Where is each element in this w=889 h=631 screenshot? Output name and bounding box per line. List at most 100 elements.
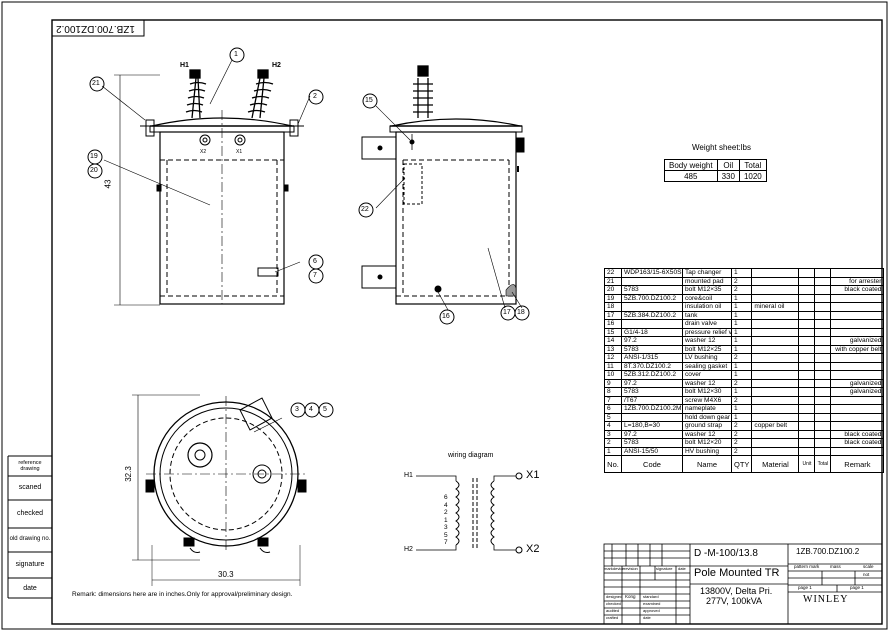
parts-cell [798,429,816,439]
parts-cell [751,429,800,439]
weight-value-body: 485 [664,170,718,182]
callout-19: 19 [90,153,98,160]
parts-cell: 1 [730,268,753,278]
parts-cell [751,285,800,295]
parts-cell [751,378,800,388]
parts-cell: 1 [730,293,753,303]
parts-cell: 21 [604,276,622,286]
designer-name: Kong [625,594,636,599]
parts-cell: galvanized [830,387,885,397]
callout-2: 2 [313,93,317,100]
parts-cell [751,361,800,371]
parts-cell [814,276,832,286]
parts-cell [751,387,800,397]
parts-cell: 3 [604,429,622,439]
parts-cell [751,268,800,278]
parts-cell [814,387,832,397]
parts-cell [751,412,800,422]
parts-cell: core&coil [682,293,732,303]
parts-header-unit: Unit [798,455,816,473]
parts-cell: sealing gasket [682,361,732,371]
parts-cell: bolt M12×30 [682,387,732,397]
parts-cell [830,395,885,405]
parts-cell [621,319,683,329]
parts-cell: 7 [604,395,622,405]
weight-sheet-table: Body weight Oil Total 485 330 1020 [664,159,767,182]
role-checked: checked [606,601,621,606]
weight-header-body: Body weight [664,159,718,171]
drawing-number-stamp: 1ZB.700.DZ100.2 [56,23,135,34]
parts-cell [830,310,885,320]
parts-cell: 5ZB.700.DZ100.2 [621,293,683,303]
parts-cell: mineral oil [751,302,800,312]
parts-cell: 18 [604,302,622,312]
parts-cell [798,310,816,320]
parts-cell: pressure relief valve [682,327,732,337]
parts-cell: 11 [604,361,622,371]
parts-cell [751,276,800,286]
callout-17: 17 [503,309,511,316]
parts-cell: for arrester [830,276,885,286]
callout-18: 18 [517,309,525,316]
parts-header-code: Code [621,455,683,473]
status-date: date [643,615,651,620]
parts-cell: 1 [730,361,753,371]
parts-cell [814,310,832,320]
parts-cell: 1 [730,336,753,346]
rating-line-1: 13800V, Delta Pri. [700,586,773,596]
parts-cell: 12 [604,353,622,363]
wiring-x1-label: X1 [526,469,540,481]
parts-cell: 6 [604,404,622,414]
parts-cell [751,310,800,320]
parts-cell: 1 [730,327,753,337]
parts-cell: washer 12 [682,429,732,439]
rev-header-date: date [678,566,686,571]
parts-cell: G1/4-18 [621,327,683,337]
parts-cell: 2 [730,429,753,439]
terminal-h1-label: H1 [180,62,189,69]
parts-cell: copper belt [751,421,800,431]
side-view [358,65,530,325]
side-label-scaned: scaned [18,484,42,491]
parts-cell [751,395,800,405]
parts-cell [798,387,816,397]
mass-label: mass [830,564,841,569]
parts-cell: tank [682,310,732,320]
parts-cell [621,276,683,286]
parts-cell: 1 [730,344,753,354]
parts-cell: nameplate [682,404,732,414]
parts-cell [814,378,832,388]
parts-cell: /T67 [621,395,683,405]
wiring-diagram [416,472,523,554]
parts-cell: mounted pad [682,276,732,286]
parts-cell [830,302,885,312]
weight-header-total: Total [738,159,767,171]
parts-cell: black coated [830,429,885,439]
title-block [603,543,883,625]
weight-sheet-title: Weight sheet:lbs [692,143,751,152]
callout-7: 7 [313,272,317,279]
parts-cell [798,344,816,354]
parts-cell: 1 [730,370,753,380]
parts-cell: galvanized [830,378,885,388]
product-name: Pole Mounted TR [694,567,780,579]
parts-cell: 2 [730,285,753,295]
parts-cell: ground strap [682,421,732,431]
parts-cell [751,353,800,363]
parts-cell [814,268,832,278]
scale-label: scale [863,564,874,569]
